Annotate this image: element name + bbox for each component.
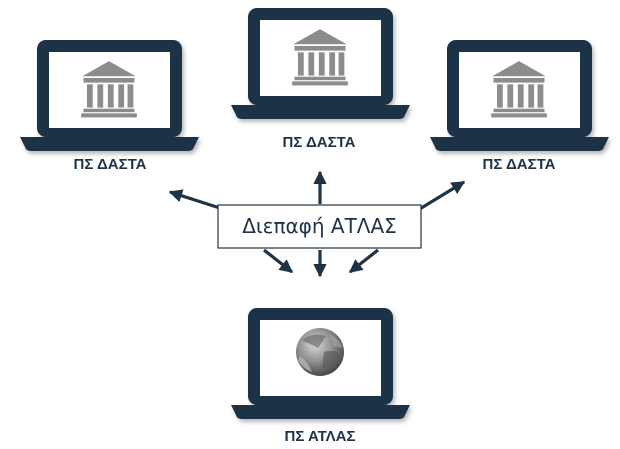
arrow-to-top-right <box>417 180 466 212</box>
globe-icon <box>296 328 344 376</box>
arrow-to-bottom-right <box>348 248 379 274</box>
laptop-top-center <box>231 8 410 119</box>
connection-arrows <box>168 170 466 278</box>
laptop-bottom <box>231 308 410 419</box>
laptop-base <box>231 405 410 419</box>
interface-box: Διεπαφή ΑΤΛΑΣ <box>217 204 422 249</box>
laptop-top-right <box>430 40 609 151</box>
laptop-base <box>430 137 609 151</box>
arrow-to-bottom-left <box>263 248 294 274</box>
interface-label: Διεπαφή ΑΤΛΑΣ <box>242 214 397 238</box>
arrow-to-top-left <box>168 189 227 212</box>
node-label-top-right: ΠΣ ΔΑΣΤΑ <box>483 156 556 173</box>
node-label-bottom: ΠΣ ΑΤΛΑΣ <box>285 428 356 445</box>
laptop-top-left <box>20 40 199 151</box>
laptop-base <box>20 137 199 151</box>
node-label-top-center: ΠΣ ΔΑΣΤΑ <box>283 134 356 151</box>
node-label-top-left: ΠΣ ΔΑΣΤΑ <box>74 156 147 173</box>
interface-box-border <box>217 204 422 249</box>
laptop-base <box>231 105 410 119</box>
